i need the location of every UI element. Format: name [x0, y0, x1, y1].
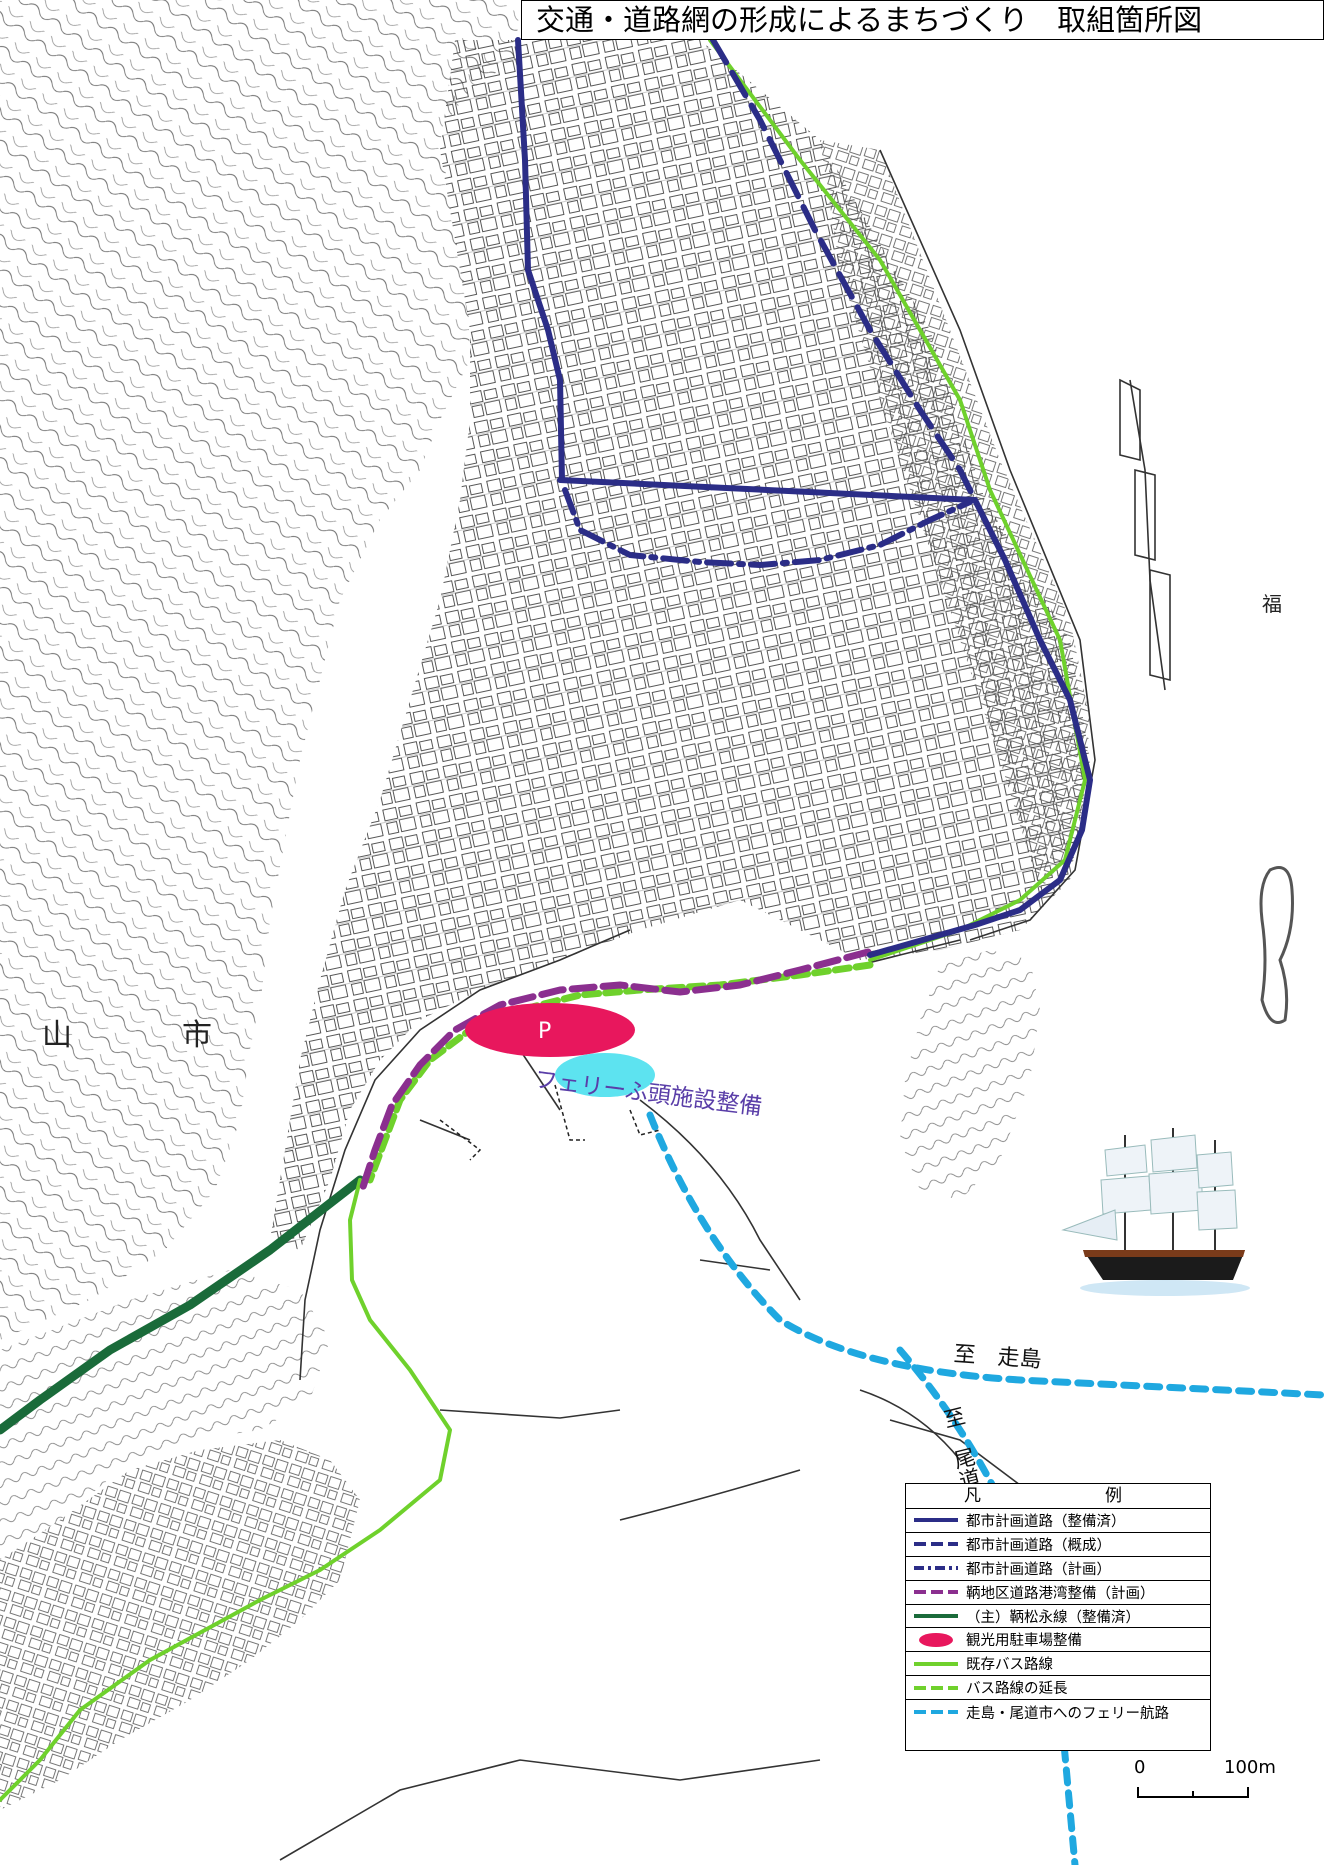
harbor-road-plan: [358, 948, 872, 1194]
ferry-route-hashirijima: [646, 1111, 1324, 1399]
terrain-layer: [0, 0, 1294, 1810]
route-overlays: [0, 37, 1324, 1865]
legend-swatch: [914, 1566, 958, 1571]
legend-row: 都市計画道路（計画）: [906, 1557, 1210, 1581]
legend-label: 観光用駐車場整備: [966, 1633, 1082, 1650]
legend-swatch: [919, 1632, 953, 1647]
city-road-rough: [710, 37, 978, 503]
legend-swatch: [914, 1685, 958, 1690]
legend-label: 都市計画道路（計画）: [966, 1561, 1111, 1578]
legend-label: （主）鞆松永線（整備済）: [966, 1609, 1140, 1626]
legend-label: 都市計画道路（概成）: [966, 1537, 1111, 1554]
legend-row: （主）鞆松永線（整備済）: [906, 1605, 1210, 1629]
legend-swatch: [914, 1518, 958, 1523]
castle-peninsula: [900, 950, 1040, 1200]
scale-bar-graphic: [1137, 1787, 1249, 1798]
legend-label: 既存バス路線: [966, 1657, 1053, 1674]
to-hashirijima-label: 至 走島: [952, 1341, 1043, 1374]
benten-island: [1259, 866, 1294, 1024]
legend-row: バス路線の延長: [906, 1676, 1210, 1701]
legend-row: 都市計画道路（整備済）: [906, 1509, 1210, 1533]
south-town: [0, 1440, 360, 1810]
legend-swatch: [914, 1590, 958, 1595]
legend-label: 鞆地区道路港湾整備（計画）: [966, 1585, 1155, 1602]
scale-end-label: 100m: [1224, 1757, 1276, 1778]
legend-swatch: [914, 1661, 958, 1666]
legend-row: 走島・尾道市へのフェリー航路: [906, 1700, 1210, 1724]
prefectural-road: [0, 1175, 365, 1435]
ferry-terminal: [555, 1053, 655, 1097]
city-road-built-east: [867, 497, 1093, 958]
legend-swatch: [914, 1710, 958, 1715]
bus-route-existing: [0, 38, 1087, 1802]
parking-mark: P: [538, 1019, 552, 1044]
page-title: 交通・道路網の形成によるまちづくり 取組箇所図: [521, 0, 1324, 40]
coastline-layer: [279, 149, 1171, 1861]
legend-row: 観光用駐車場整備: [906, 1628, 1210, 1653]
southwest-hill: [0, 1270, 330, 1560]
scale-start-label: 0: [1134, 1757, 1146, 1778]
legend-row: 鞆地区道路港湾整備（計画）: [906, 1581, 1210, 1605]
city-road-plan: [562, 487, 973, 568]
tourist-parking: [465, 1003, 635, 1057]
pier-markers: [439, 1084, 661, 1161]
legend-swatch: [914, 1614, 958, 1618]
east-town: [820, 140, 1090, 890]
legend-swatch: [914, 1542, 958, 1547]
legend-row: 都市計画道路（概成）: [906, 1533, 1210, 1557]
legend-label: 走島・尾道市へのフェリー航路: [966, 1705, 1169, 1722]
map-legend: 凡 例 都市計画道路（整備済） 都市計画道路（概成） 都市計画道路（計画） 鞆地区道路…: [905, 1483, 1211, 1751]
legend-rows: 都市計画道路（整備済） 都市計画道路（概成） 都市計画道路（計画） 鞆地区道路港湾整備…: [906, 1509, 1210, 1724]
scale-bar: 0 100m: [1126, 1757, 1276, 1807]
sailing-ship-icon: [1061, 1128, 1250, 1296]
legend-row: 既存バス路線: [906, 1652, 1210, 1677]
legend-label: バス路線の延長: [966, 1681, 1068, 1698]
city-road-built-north: [515, 37, 565, 483]
legend-label: 都市計画道路（整備済）: [966, 1513, 1126, 1530]
mountain-area: [0, 0, 520, 1340]
city-road-built-link: [557, 477, 978, 503]
legend-heading: 凡 例: [906, 1484, 1210, 1509]
mountain-name-label: 山 市: [42, 1018, 252, 1053]
sea-name-label: 福: [1262, 592, 1282, 616]
